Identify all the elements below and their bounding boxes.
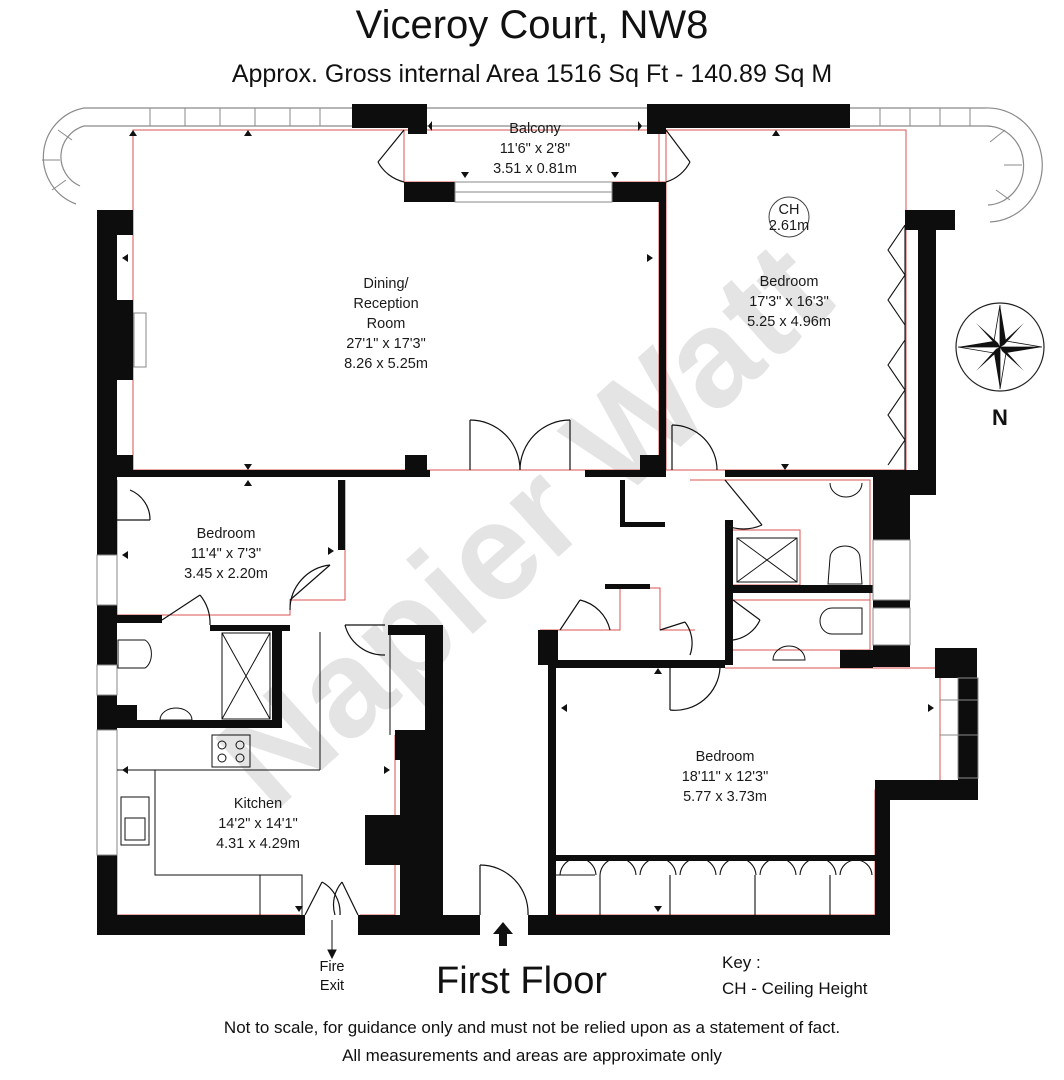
- area-subtitle: Approx. Gross internal Area 1516 Sq Ft -…: [231, 60, 833, 88]
- door-swings: [117, 129, 763, 916]
- dimension-ticks: [122, 121, 934, 912]
- fire-exit-arrow-icon: [327, 920, 337, 960]
- compass-north-label: N: [992, 405, 1008, 430]
- svg-text:CH: CH: [779, 202, 800, 218]
- disclaimer: Not to scale, for guidance only and must…: [0, 1014, 1064, 1070]
- svg-text:3.45 x 2.20m: 3.45 x 2.20m: [184, 566, 268, 582]
- svg-text:5.77 x 3.73m: 5.77 x 3.73m: [683, 789, 767, 805]
- fixtures: [117, 482, 863, 915]
- svg-text:4.31 x 4.29m: 4.31 x 4.29m: [216, 836, 300, 852]
- ceiling-height-marker: CH 2.61m: [768, 196, 810, 238]
- svg-text:Bedroom: Bedroom: [197, 526, 256, 542]
- svg-text:Bedroom: Bedroom: [696, 749, 755, 765]
- key-legend: Key : CH - Ceiling Height: [722, 950, 868, 1002]
- room-label-dining: Dining/ Reception Room 27'1" x 17'3" 8.2…: [344, 276, 428, 372]
- plan-title: Viceroy Court, NW8: [355, 3, 709, 47]
- compass-icon: [955, 302, 1045, 392]
- room-label-bedroom-w: Bedroom 11'4" x 7'3" 3.45 x 2.20m: [184, 526, 268, 582]
- wardrobe-doors-ne: [887, 224, 906, 470]
- svg-text:18'11" x 12'3": 18'11" x 12'3": [682, 769, 769, 785]
- balcony-railing: [42, 107, 1043, 223]
- svg-text:Balcony: Balcony: [509, 121, 561, 137]
- windows: [96, 181, 979, 856]
- room-label-bedroom-ne: Bedroom 17'3" x 16'3" 5.25 x 4.96m: [747, 274, 831, 330]
- key-title: Key :: [722, 953, 761, 972]
- kitchen-sink: [120, 796, 150, 846]
- svg-text:11'6" x 2'8": 11'6" x 2'8": [500, 141, 570, 157]
- room-label-bedroom-se: Bedroom 18'11" x 12'3" 5.77 x 3.73m: [682, 749, 769, 805]
- room-label-kitchen: Kitchen 14'2" x 14'1" 4.31 x 4.29m: [216, 796, 300, 852]
- shower-tray-e: [736, 537, 798, 583]
- svg-text:5.25 x 4.96m: 5.25 x 4.96m: [747, 314, 831, 330]
- entrance-arrow-icon: [493, 922, 513, 946]
- svg-text:14'2" x 14'1": 14'2" x 14'1": [218, 816, 298, 832]
- svg-text:Dining/: Dining/: [363, 276, 409, 292]
- svg-text:Reception: Reception: [353, 296, 418, 312]
- wardrobe-doors-se: [555, 857, 873, 915]
- balcony-railing-ticks: [42, 108, 1022, 201]
- svg-text:Room: Room: [367, 316, 406, 332]
- svg-text:3.51 x 0.81m: 3.51 x 0.81m: [493, 161, 577, 177]
- svg-text:17'3" x 16'3": 17'3" x 16'3": [749, 294, 829, 310]
- svg-text:11'4" x 7'3": 11'4" x 7'3": [191, 546, 261, 562]
- shower-tray-w: [221, 632, 271, 720]
- disclaimer-line-1: Not to scale, for guidance only and must…: [223, 1018, 841, 1037]
- floor-label: First Floor: [436, 960, 607, 1002]
- fire-exit-label: Fire Exit: [319, 959, 345, 994]
- hob: [211, 734, 251, 768]
- room-label-balcony: Balcony 11'6" x 2'8" 3.51 x 0.81m: [493, 121, 577, 177]
- key-entry: CH - Ceiling Height: [722, 979, 868, 998]
- svg-text:Kitchen: Kitchen: [234, 796, 282, 812]
- disclaimer-line-2: All measurements and areas are approxima…: [342, 1046, 722, 1065]
- svg-text:8.26 x 5.25m: 8.26 x 5.25m: [344, 356, 428, 372]
- svg-text:Bedroom: Bedroom: [760, 274, 819, 290]
- svg-text:2.61m: 2.61m: [769, 218, 809, 234]
- svg-text:27'1" x 17'3": 27'1" x 17'3": [346, 336, 426, 352]
- walls: [97, 104, 978, 935]
